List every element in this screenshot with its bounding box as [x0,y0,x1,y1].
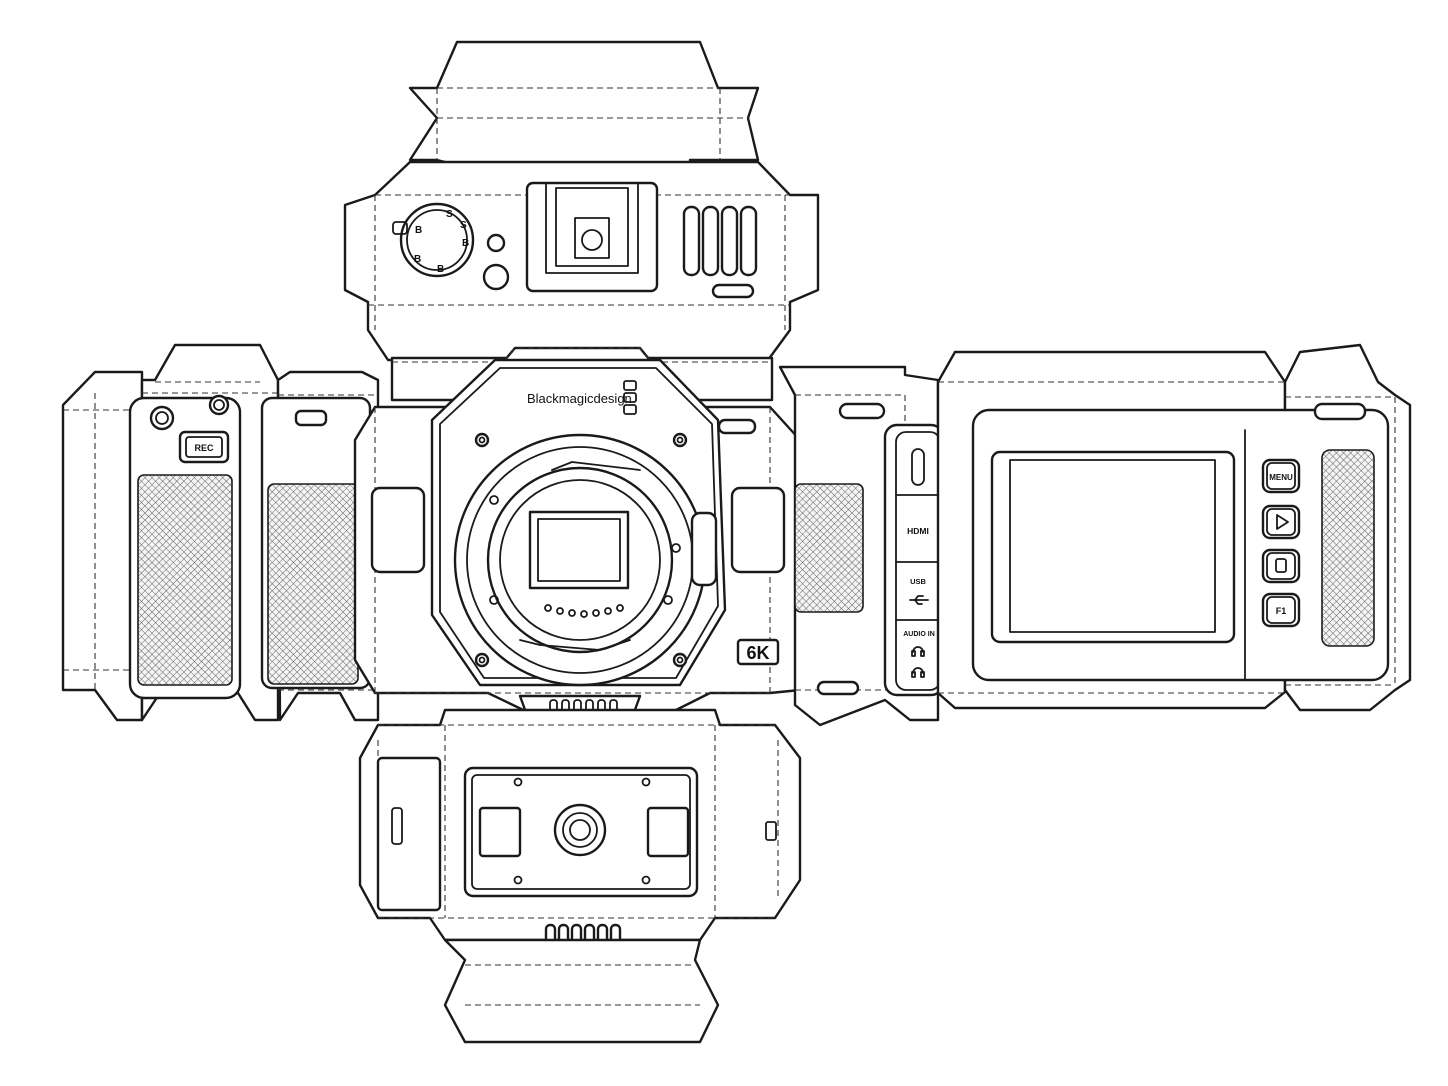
brand-logo [623,380,637,415]
f1-button[interactable]: F1 [1261,592,1301,628]
dial-s2: S [460,220,467,231]
dial-b1: B [462,238,469,249]
hdmi-label: HDMI [907,526,929,536]
play-button[interactable] [1261,504,1301,540]
dial-b3: B [414,254,421,265]
rec-button[interactable] [178,430,230,464]
mount-contacts [544,604,624,618]
f1-label: F1 [1276,606,1287,616]
shutter-button[interactable] [482,263,510,291]
small-button[interactable] [486,233,506,253]
model-label: 6K [746,643,769,663]
usb-label: USB [910,577,926,586]
rec-label: REC [194,443,214,453]
dial-s1: S [446,209,453,220]
play-icon [1276,514,1289,530]
mode-dial[interactable]: S S B B B B [392,202,475,278]
top-vents [682,205,758,299]
front-panel: Blackmagicdesign 6K [353,346,802,720]
hot-shoe [525,181,659,293]
port-side-panel: HDMI USB AUDIO IN [778,365,951,727]
left-grip-panel: REC [61,343,380,722]
bottom-panel [358,708,802,1044]
brand-label: Blackmagicdesign [527,391,632,406]
lens-mount [453,433,718,687]
card-icon [1275,558,1287,573]
dial-b4: B [437,264,444,275]
top-panel: S S B B B B [343,40,820,402]
usb-icon [909,595,929,605]
menu-button[interactable]: MENU [1261,458,1301,494]
audio-in-label: AUDIO IN [903,631,935,638]
menu-label: MENU [1269,473,1293,482]
card-button[interactable] [1261,548,1301,584]
back-panel: MENU F1 [936,343,1412,712]
lcd-screen[interactable] [990,450,1236,644]
dial-b2: B [415,225,422,236]
headphone-icon [911,646,925,657]
headphone-icon-2 [911,667,925,678]
